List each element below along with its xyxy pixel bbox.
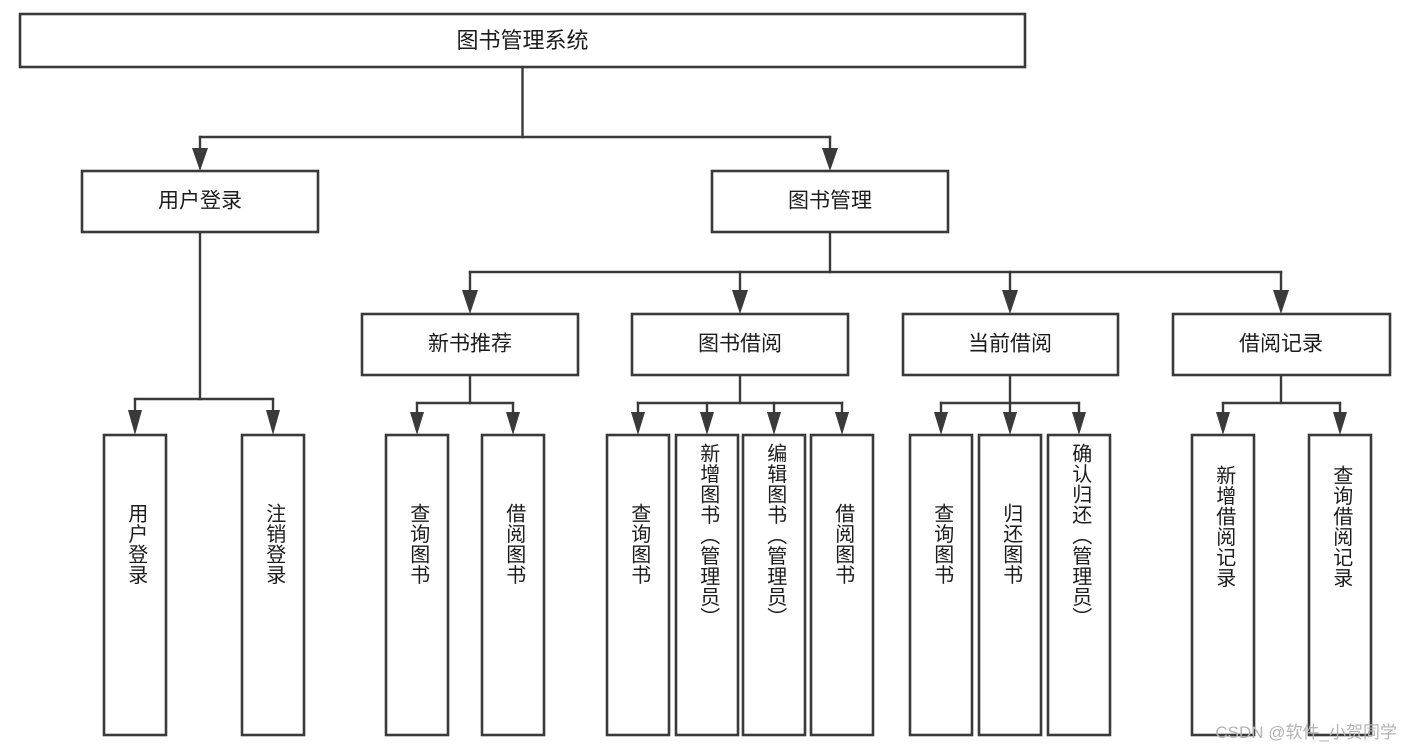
arrowhead-bookborrow-leaf-3 bbox=[767, 412, 781, 435]
connector-group bbox=[128, 65, 1347, 435]
arrowhead-newbook-leaf-1 bbox=[410, 412, 424, 435]
arrowhead-bookborrow-leaf-1 bbox=[631, 412, 645, 435]
leaf-box-group bbox=[102, 433, 1373, 737]
leaf-box-record-add[interactable] bbox=[1190, 433, 1256, 737]
node-book-management-label: 图书管理 bbox=[788, 190, 872, 213]
watermark-text: CSDN @软件_小贺同学 bbox=[1215, 723, 1397, 742]
node-new-book-recommend-box bbox=[360, 312, 580, 377]
leaf-box-newbook-borrow[interactable] bbox=[480, 433, 546, 737]
leaf-box-borrow-book[interactable] bbox=[809, 433, 875, 737]
node-book-management[interactable]: 图书管理 bbox=[710, 169, 950, 234]
node-user-login-label: 用户登录 bbox=[158, 190, 242, 213]
node-current-borrow-label: 当前借阅 bbox=[968, 333, 1052, 356]
node-borrow-record-box bbox=[1171, 312, 1392, 377]
leaf-box-user-login[interactable] bbox=[102, 433, 168, 737]
arrowhead-newbook-leaf-2 bbox=[506, 412, 520, 435]
arrowhead-borrow-record bbox=[1273, 290, 1289, 314]
leaf-box-borrow-query[interactable] bbox=[605, 433, 671, 737]
arrowhead-book-manage bbox=[822, 148, 838, 171]
node-current-borrow[interactable]: 当前借阅 bbox=[901, 312, 1120, 377]
arrowhead-leaf-logout bbox=[266, 410, 280, 435]
arrowhead-borrowrecord-leaf-1 bbox=[1216, 412, 1230, 435]
arrowhead-book-borrow bbox=[732, 290, 748, 314]
node-user-login[interactable]: 用户登录 bbox=[80, 169, 320, 234]
leaf-box-logout[interactable] bbox=[240, 433, 306, 737]
leaf-box-current-query[interactable] bbox=[908, 433, 974, 737]
leaf-box-borrow-add[interactable] bbox=[674, 433, 740, 737]
leaf-box-current-confirm[interactable] bbox=[1046, 433, 1112, 737]
leaf-box-borrow-edit[interactable] bbox=[741, 433, 807, 737]
node-book-management-box bbox=[710, 169, 950, 234]
arrowhead-user-login bbox=[192, 148, 208, 171]
arrowhead-currentborrow-leaf-2 bbox=[1003, 412, 1017, 435]
arrowhead-currentborrow-leaf-1 bbox=[934, 412, 948, 435]
arrowhead-bookborrow-leaf-2 bbox=[700, 412, 714, 435]
arrowhead-borrowrecord-leaf-2 bbox=[1333, 412, 1347, 435]
node-current-borrow-box bbox=[901, 312, 1120, 377]
arrowhead-currentborrow-leaf-3 bbox=[1072, 412, 1086, 435]
node-borrow-record[interactable]: 借阅记录 bbox=[1171, 312, 1392, 377]
node-borrow-record-label: 借阅记录 bbox=[1239, 333, 1323, 356]
node-book-borrow-box bbox=[630, 312, 850, 377]
leaf-box-record-query[interactable] bbox=[1307, 433, 1373, 737]
node-new-book-recommend-label: 新书推荐 bbox=[428, 333, 512, 356]
node-root-box bbox=[18, 12, 1027, 69]
node-root-system[interactable]: 图书管理系统 bbox=[18, 12, 1027, 69]
arrowhead-new-book-rec bbox=[462, 290, 478, 314]
node-root-label: 图书管理系统 bbox=[456, 28, 588, 53]
arrowhead-leaf-user-login bbox=[128, 410, 142, 435]
node-new-book-recommend[interactable]: 新书推荐 bbox=[360, 312, 580, 377]
node-user-login-box bbox=[80, 169, 320, 234]
leaf-box-newbook-query[interactable] bbox=[384, 433, 450, 737]
arrowhead-current-borrow bbox=[1002, 290, 1018, 314]
node-book-borrow[interactable]: 图书借阅 bbox=[630, 312, 850, 377]
arrowhead-bookborrow-leaf-4 bbox=[835, 412, 849, 435]
leaf-box-current-return[interactable] bbox=[977, 433, 1043, 737]
node-book-borrow-label: 图书借阅 bbox=[698, 333, 782, 356]
